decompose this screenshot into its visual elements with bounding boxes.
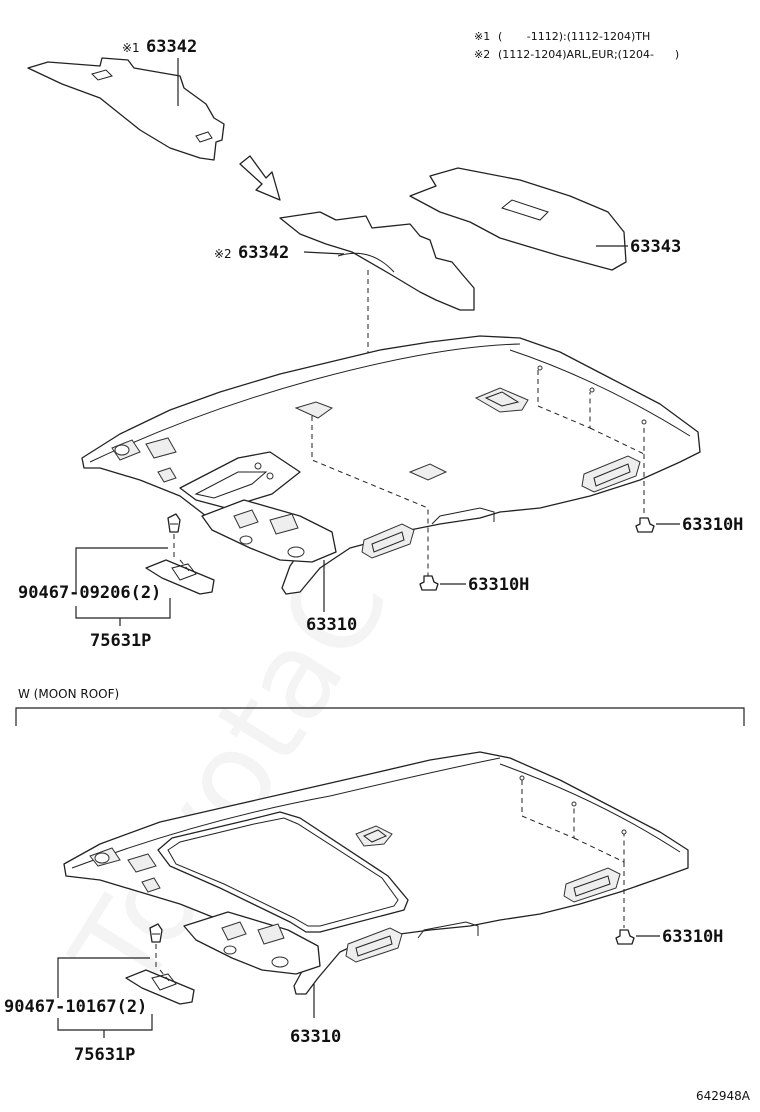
holder-75631P [145,559,215,595]
screw-moonroof-part-number: 90467-10167(2) [4,997,147,1017]
screw-part-number: 90467-09206(2) [18,583,161,603]
holder-moonroof-part-number: 75631P [74,1045,135,1065]
note-2-text: (1112-1204)ARL,EUR;(1204- ) [498,48,679,61]
note-1-mark: ※1 [474,30,490,43]
holder-part-number: 75631P [90,631,151,651]
notes: ※1 ( -1112):(1112-1204)TH ※2 (1112-1204)… [474,30,679,61]
section-bracket [15,707,745,726]
screw-90467-10167 [149,923,163,943]
clip-63310H-mid [419,575,439,591]
clip-moonroof-part-number: 63310H [662,927,723,947]
note-2-mark: ※2 [474,48,490,61]
holder-75631P-moonroof [125,969,195,1005]
headliner-part-number: 63310 [306,615,357,635]
screw-90467-09206 [167,513,181,533]
headliner-63310 [81,335,701,595]
clip-63310H-right [635,517,655,533]
pad-63342-type2 [279,211,475,311]
headliner-63310-moonroof [63,751,689,995]
pad-63342-type1 [27,57,225,161]
figure-code: 642948A [696,1089,751,1103]
direction-arrow [239,155,281,201]
pad1-part-number: 63342 [146,37,197,57]
headliner-moonroof-part-number: 63310 [290,1027,341,1047]
pad2-part-number: 63342 [238,243,289,263]
pad1-mark: ※1 [122,41,140,55]
note-1-text: ( -1112):(1112-1204)TH [498,30,650,43]
clip-right-part-number: 63310H [682,515,743,535]
pad-63343 [409,167,627,271]
pad-rear-part-number: 63343 [630,237,681,257]
pad2-mark: ※2 [214,247,232,261]
clip-mid-part-number: 63310H [468,575,529,595]
variant-label: W (MOON ROOF) [18,687,119,701]
clip-63310H-moonroof [615,929,635,945]
pad2-leader [303,251,345,255]
